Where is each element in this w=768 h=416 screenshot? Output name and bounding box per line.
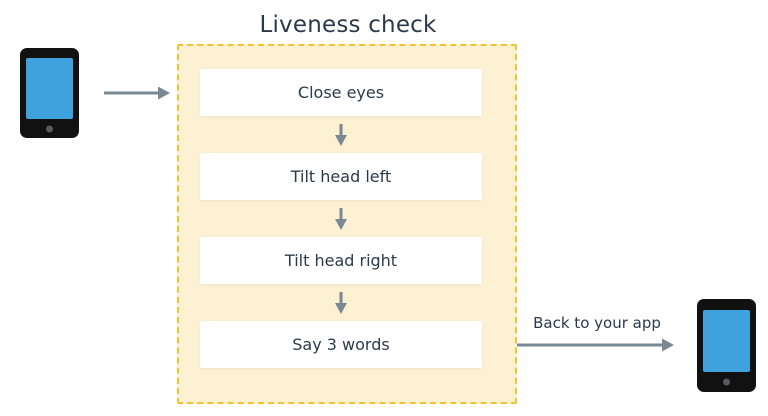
- return-arrow: [517, 338, 674, 352]
- step-say-3-words: Say 3 words: [200, 321, 482, 368]
- smartphone-icon: [20, 48, 79, 138]
- entry-arrow: [104, 86, 170, 100]
- step-arrow-1: [335, 124, 347, 146]
- step-tilt-head-left: Tilt head left: [200, 153, 482, 200]
- step-tilt-head-right: Tilt head right: [200, 237, 482, 284]
- return-label: Back to your app: [533, 314, 661, 332]
- step-close-eyes: Close eyes: [200, 69, 482, 116]
- step-arrow-2: [335, 208, 347, 230]
- diagram-title: Liveness check: [259, 12, 437, 38]
- smartphone-icon: [697, 299, 756, 392]
- step-arrow-3: [335, 292, 347, 314]
